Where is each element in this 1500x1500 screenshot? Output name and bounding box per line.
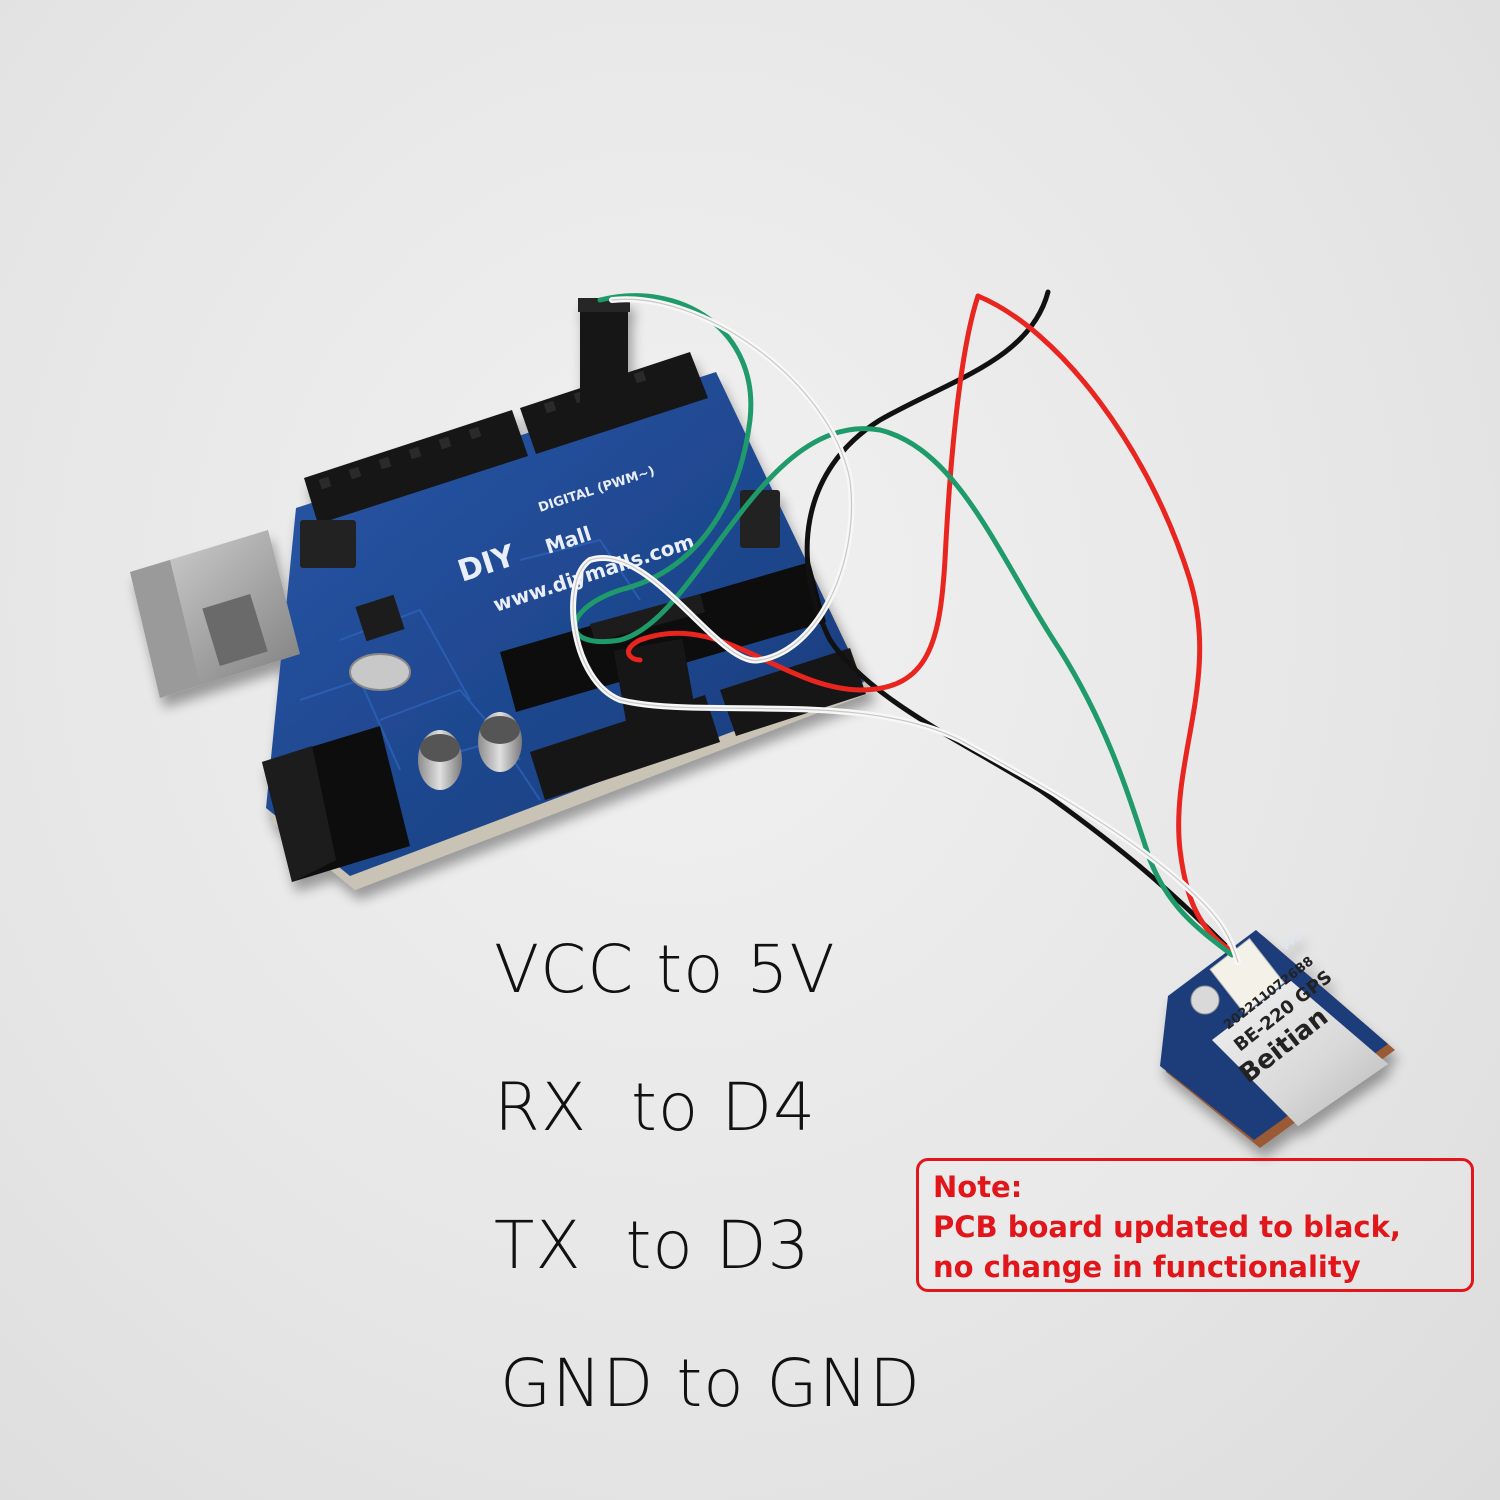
usb-b-connector	[130, 530, 300, 698]
gps-module: Beitian BE-220 GPS 2022110726B8 PPS	[1160, 930, 1395, 1148]
svg-text:PPS: PPS	[1281, 930, 1305, 952]
dupont-connector-top	[578, 298, 630, 410]
wiring-rx: RX to D4	[494, 1069, 817, 1146]
arduino-board: DIY Mall www.diymalls.com DIGITAL (PWM~)	[130, 298, 872, 890]
wiring-vcc: VCC to 5V	[494, 931, 836, 1008]
pcb-board	[266, 372, 864, 876]
wire-green	[572, 293, 1235, 958]
crystal-oscillator	[349, 653, 411, 691]
atmega-chip	[500, 562, 826, 712]
wiring-gnd: GND to GND	[500, 1345, 921, 1422]
gps-shield	[1212, 980, 1388, 1126]
note-box: Note: PCB board updated to black, no cha…	[916, 1158, 1474, 1292]
wiring-tx: TX to D3	[494, 1207, 811, 1284]
note-line-1: PCB board updated to black,	[933, 1210, 1401, 1244]
note-title: Note:	[933, 1170, 1023, 1204]
note-line-2: no change in functionality	[933, 1250, 1361, 1284]
dc-power-jack	[262, 726, 410, 882]
wire-black	[804, 289, 1228, 948]
jumper-wires	[570, 289, 1241, 965]
analog-header	[720, 648, 866, 736]
wire-red	[626, 293, 981, 693]
capacitors	[418, 712, 522, 790]
